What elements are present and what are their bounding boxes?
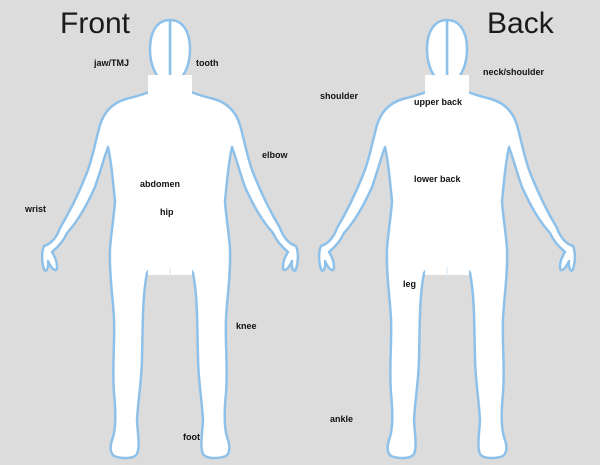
- wrist-label: wrist: [25, 205, 46, 214]
- elbow-label: elbow: [262, 151, 288, 160]
- front-figure: [42, 20, 298, 458]
- back-figure: [319, 20, 575, 458]
- neck-shoulder-label: neck/shoulder: [483, 68, 544, 77]
- ankle-label: ankle: [330, 415, 353, 424]
- jaw-label: jaw/TMJ: [94, 59, 129, 68]
- leg-label: leg: [403, 280, 416, 289]
- back-title: Back: [487, 9, 554, 39]
- knee-label: knee: [236, 322, 257, 331]
- shoulder-label: shoulder: [320, 92, 358, 101]
- hip-label: hip: [160, 208, 174, 217]
- foot-label: foot: [183, 433, 200, 442]
- abdomen-label: abdomen: [140, 180, 180, 189]
- upper-back-label: upper back: [414, 98, 462, 107]
- lower-back-label: lower back: [414, 175, 461, 184]
- front-title: Front: [60, 9, 130, 39]
- tooth-label: tooth: [196, 59, 219, 68]
